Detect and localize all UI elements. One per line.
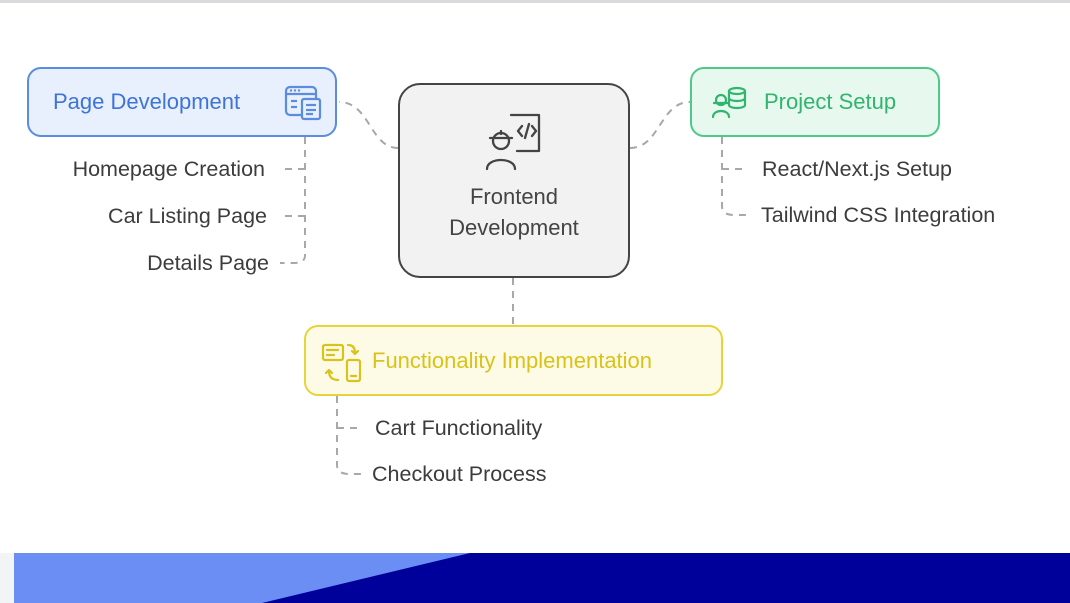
center-label-line1: Frontend (469, 184, 559, 209)
project-setup-node[interactable]: Project Setup (690, 67, 940, 137)
functionality-label: Functionality Implementation (372, 347, 653, 373)
page-development-node[interactable]: Page Development (27, 67, 337, 137)
top-border (0, 0, 1070, 3)
web-page-icon (284, 85, 322, 121)
page-development-label: Page Development (53, 89, 241, 114)
bottom-decorative-band (0, 553, 1070, 603)
leaf-react-next-setup: React/Next.js Setup (762, 157, 953, 181)
connector-center-setup (629, 101, 691, 149)
connector-page-spine (280, 137, 306, 264)
developer-code-icon (485, 113, 541, 171)
database-user-icon (711, 86, 747, 119)
project-setup-label: Project Setup (764, 89, 897, 114)
leaf-details-page: Details Page (147, 251, 269, 275)
center-label-line2: Development (449, 215, 579, 240)
frontend-development-label: Frontend Development (429, 181, 599, 243)
leaf-checkout-process: Checkout Process (372, 462, 547, 486)
leaf-cart-functionality: Cart Functionality (375, 416, 543, 440)
leaf-tailwind-integration: Tailwind CSS Integration (761, 203, 996, 227)
functionality-implementation-node[interactable]: Functionality Implementation (304, 325, 723, 396)
leaf-homepage-creation: Homepage Creation (72, 157, 265, 181)
connector-center-page (338, 101, 399, 149)
leaf-car-listing-page: Car Listing Page (108, 204, 267, 228)
connector-func-spine (336, 396, 362, 475)
sync-devices-icon (321, 343, 362, 383)
frontend-development-node[interactable]: Frontend Development (398, 83, 630, 278)
connector-setup-spine (721, 137, 748, 216)
